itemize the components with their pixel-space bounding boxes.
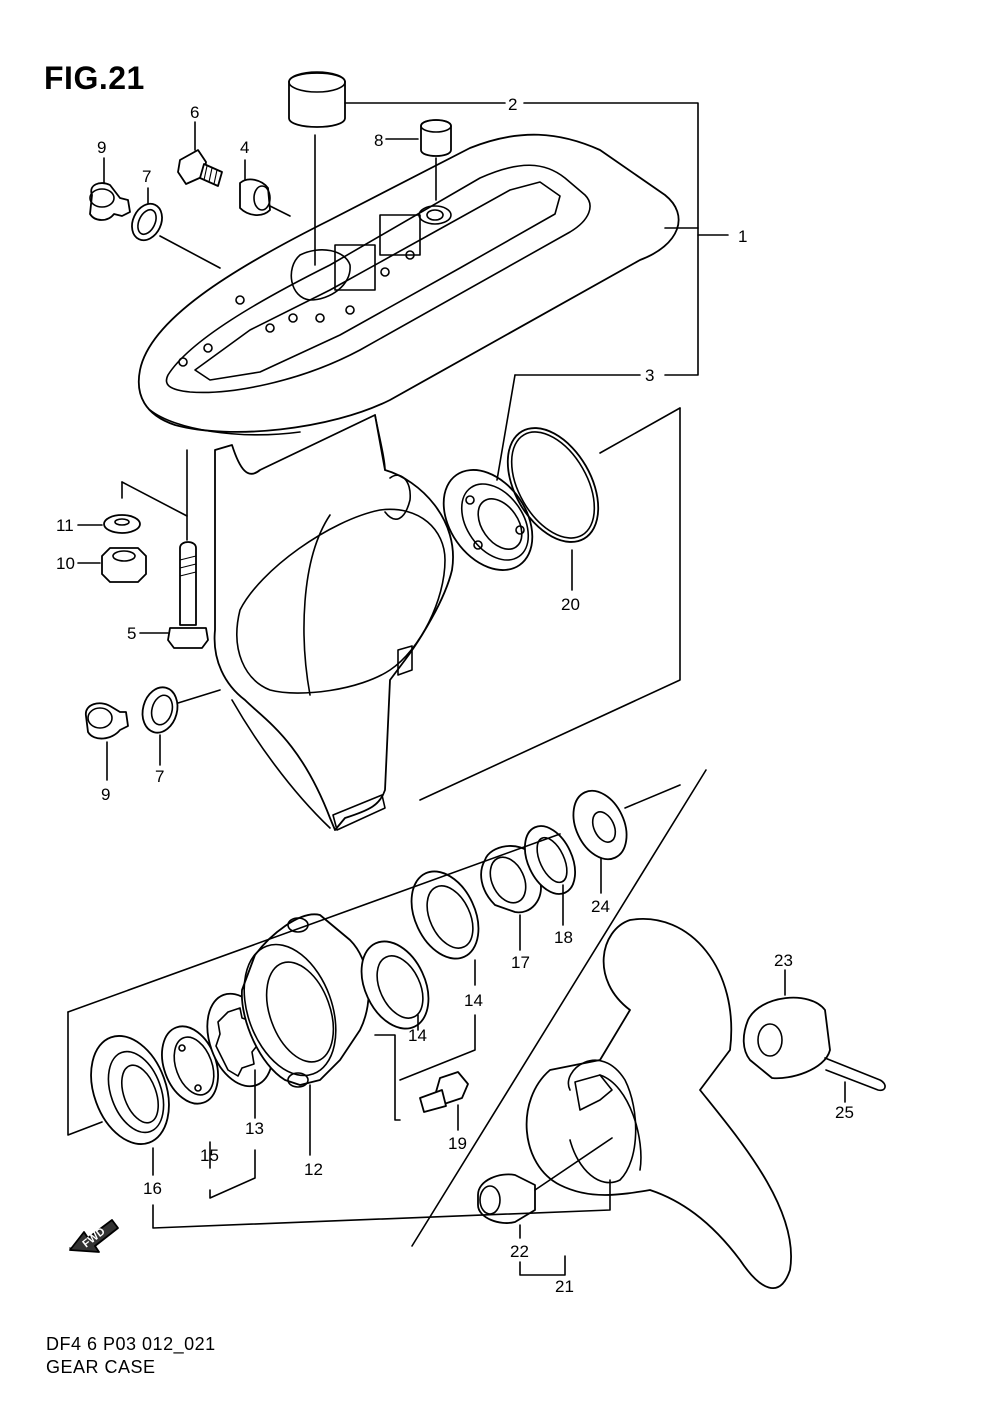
spacer-24 (572, 789, 628, 861)
prop-nut-23 (742, 996, 831, 1080)
callout-18: 18 (554, 928, 573, 947)
washer-18 (524, 825, 576, 895)
callout-21: 21 (555, 1277, 574, 1296)
bushing-22 (477, 1173, 536, 1224)
callout-14-a: 14 (408, 1026, 427, 1045)
callout-16: 16 (143, 1179, 162, 1198)
callout-12: 12 (304, 1160, 323, 1179)
gasket-upper (131, 202, 163, 242)
bearing-16 (90, 1035, 170, 1145)
callout-19: 19 (448, 1134, 467, 1153)
drawing-reference: DF4 6 P03 012_021 (46, 1334, 216, 1354)
callout-17: 17 (511, 953, 530, 972)
callout-25: 25 (835, 1103, 854, 1122)
callout-4: 4 (240, 138, 249, 157)
callout-5: 5 (127, 624, 136, 643)
leader-lines (67, 102, 846, 1276)
callout-9-lower: 9 (101, 785, 110, 804)
seal-14b (410, 870, 480, 960)
drain-plug-upper (89, 182, 131, 221)
propeller-21 (525, 918, 792, 1289)
stud-bolt-5 (167, 541, 209, 649)
fwd-arrow-icon: FWD (69, 1219, 119, 1253)
callout-24: 24 (591, 897, 610, 916)
seal-14a (360, 940, 430, 1030)
callout-11: 11 (56, 516, 74, 535)
dowel-2 (288, 71, 346, 128)
nut-10 (101, 547, 147, 583)
callout-7-lower: 7 (155, 767, 164, 786)
callout-15: 15 (200, 1146, 219, 1165)
callout-7-upper: 7 (142, 167, 151, 186)
callout-1: 1 (738, 227, 747, 246)
callout-10: 10 (56, 554, 75, 573)
figure-title: FIG.21 (44, 60, 145, 96)
bearing-3 (442, 469, 534, 571)
callout-8: 8 (374, 131, 383, 150)
callout-20: 20 (561, 595, 580, 614)
drain-plug-lower (85, 702, 129, 740)
callout-numbers: 1 2 3 4 5 6 7 7 8 9 9 10 11 12 13 14 14 … (56, 95, 854, 1296)
callout-13: 13 (245, 1119, 264, 1138)
thrust-washer-17 (480, 845, 542, 914)
bearing-15 (161, 1025, 219, 1105)
collar-4 (239, 178, 271, 216)
washer-11 (103, 514, 141, 534)
callout-22: 22 (510, 1242, 529, 1261)
bolt-6 (177, 149, 223, 187)
gear-case-housing (137, 133, 680, 831)
callout-6: 6 (190, 103, 199, 122)
pin-8 (420, 119, 452, 157)
drawing-description: GEAR CASE (46, 1357, 156, 1377)
callout-2: 2 (508, 95, 517, 114)
callout-14-b: 14 (464, 991, 483, 1010)
bolt-19 (419, 1071, 469, 1113)
o-ring-20 (506, 427, 600, 543)
callout-9-upper: 9 (97, 138, 106, 157)
callout-3: 3 (645, 366, 654, 385)
cotter-pin-25 (824, 1057, 886, 1092)
bearing-housing-12 (241, 913, 370, 1088)
gasket-lower (141, 686, 179, 734)
callout-23: 23 (774, 951, 793, 970)
